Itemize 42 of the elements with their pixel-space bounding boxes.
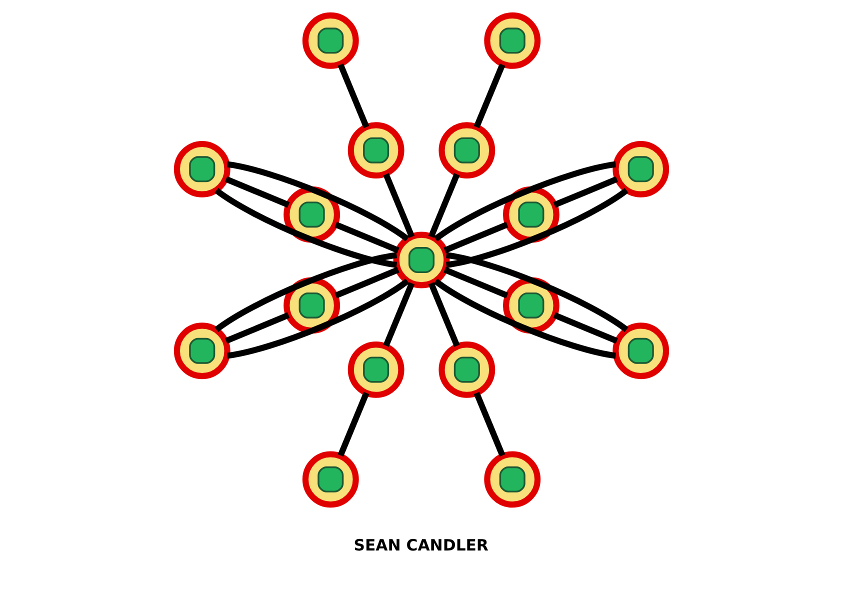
node-circle [502,277,559,334]
node-circle [347,342,404,398]
connector [428,282,460,347]
connector [226,161,409,242]
connector [382,282,414,347]
node-circle [173,140,230,198]
node-circle [302,12,358,69]
connector [473,63,505,128]
node-circle [392,232,450,288]
node-circle [347,122,404,179]
connector [433,278,616,359]
connector [473,392,505,457]
connector [226,278,409,359]
connector [214,252,397,332]
node-circle [438,122,495,179]
connector [552,312,618,344]
connector [224,176,290,208]
label: SEAN CANDLER [353,536,488,554]
connector [224,312,290,344]
node-circle [438,342,495,398]
connector [334,222,399,254]
node-circle [173,322,230,380]
connector [214,188,397,268]
connector [433,161,616,242]
node-circle [484,451,540,508]
connector [445,252,628,332]
connector [337,63,369,128]
node-circle [283,186,340,243]
connector [443,266,508,298]
connector [428,173,460,238]
node-circle [612,140,669,198]
node-circle [502,186,559,243]
node-circle [612,322,669,380]
connector [337,392,369,457]
connector [445,188,628,268]
node-circle [283,277,340,334]
node-circle [302,451,358,508]
connector [552,176,618,208]
connector [382,173,414,238]
connector [334,266,399,298]
node-circle [484,12,540,69]
connector [443,222,508,254]
